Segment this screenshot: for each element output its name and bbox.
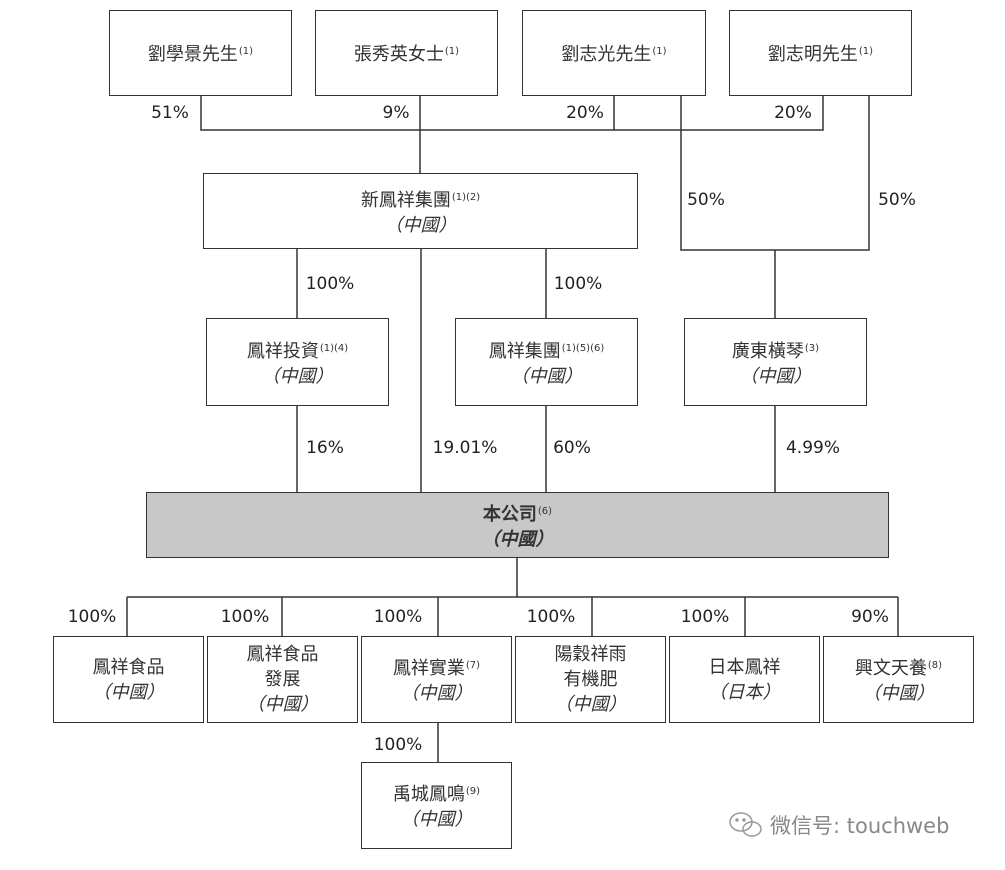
entity-name: 鳳祥投資	[246, 340, 319, 362]
entity-location: （中國）	[510, 365, 583, 387]
footnote: (8)	[927, 660, 943, 671]
shareholder-box: 劉志光先生(1)	[522, 10, 706, 96]
watermark: 微信号: touchweb	[728, 810, 949, 840]
entity-name: 新鳳祥集團	[360, 189, 451, 211]
group-box: 新鳳祥集團(1)(2) （中國）	[203, 173, 638, 249]
entity-name: 鳳祥食品	[92, 656, 165, 678]
connector	[200, 95, 824, 173]
entity-box: 鳳祥投資(1)(4) （中國）	[206, 318, 389, 406]
entity-name: 鳳祥實業	[392, 658, 465, 679]
subsidiary-box: 興文天養(8) （中國）	[823, 636, 974, 723]
percentage: 9%	[382, 103, 410, 123]
footnote: (1)(2)	[451, 191, 481, 203]
percentage: 51%	[151, 103, 189, 123]
percentage: 100%	[373, 735, 423, 755]
footnote: (3)	[804, 342, 820, 354]
percentage: 100%	[680, 607, 730, 627]
percentage: 100%	[220, 607, 270, 627]
entity-name: 張秀英女士	[353, 44, 444, 65]
percentage: 16%	[306, 438, 344, 458]
connector	[126, 557, 899, 636]
entity-name: 陽穀祥雨	[554, 644, 627, 665]
company-box: 本公司(6) （中國）	[146, 492, 889, 558]
percentage: 100%	[373, 607, 423, 627]
percentage: 60%	[553, 438, 591, 458]
entity-location: （中國）	[400, 683, 473, 704]
entity-name: 禹城鳳鳴	[392, 784, 465, 805]
entity-location: （中國）	[246, 694, 319, 715]
subsidiary-box: 鳳祥食品 發展 （中國）	[207, 636, 358, 723]
footnote: (6)	[537, 505, 553, 517]
entity-name: 廣東橫琴	[731, 340, 804, 362]
subsidiary-box: 日本鳳祥 （日本）	[669, 636, 820, 723]
entity-location: （中國）	[92, 681, 165, 703]
shareholder-box: 劉志明先生(1)	[729, 10, 912, 96]
entity-name: 鳳祥食品	[246, 644, 319, 665]
watermark-text: 微信号: touchweb	[770, 814, 950, 838]
entity-box: 鳳祥集團(1)(5)(6) （中國）	[455, 318, 638, 406]
connector	[296, 405, 776, 492]
entity-box: 廣東橫琴(3) （中國）	[684, 318, 867, 406]
entity-name: 劉志光先生	[561, 44, 652, 65]
wechat-icon	[729, 812, 762, 837]
entity-name-line2: 有機肥	[563, 669, 618, 690]
footnote: (9)	[465, 786, 481, 797]
subsidiary-box: 鳳祥實業(7) （中國）	[361, 636, 512, 723]
entity-name-line2: 發展	[264, 669, 301, 690]
subsidiary-box: 禹城鳳鳴(9) （中國）	[361, 762, 512, 849]
entity-location: （中國）	[862, 683, 935, 704]
percentage: 19.01%	[432, 438, 498, 458]
subsidiary-box: 陽穀祥雨 有機肥 （中國）	[515, 636, 666, 723]
entity-location: （中國）	[481, 528, 554, 550]
entity-location: （中國）	[554, 694, 627, 715]
entity-name: 興文天養	[854, 658, 927, 679]
footnote: (1)	[858, 46, 874, 57]
subsidiary-box: 鳳祥食品 （中國）	[53, 636, 204, 723]
footnote: (1)	[238, 46, 254, 57]
entity-location: （日本）	[708, 681, 781, 703]
footnote: (7)	[465, 660, 481, 671]
entity-name: 劉學景先生	[147, 44, 238, 65]
entity-name: 本公司	[482, 503, 537, 525]
footnote: (1)(4)	[319, 342, 349, 354]
entity-name: 日本鳳祥	[708, 656, 781, 678]
percentage: 20%	[774, 103, 812, 123]
shareholder-box: 張秀英女士(1)	[315, 10, 498, 96]
connector	[296, 248, 547, 492]
entity-name: 劉志明先生	[767, 44, 858, 65]
percentage: 4.99%	[785, 438, 841, 458]
percentage: 20%	[566, 103, 604, 123]
footnote: (1)	[652, 46, 667, 57]
entity-name: 鳳祥集團	[488, 340, 561, 362]
shareholder-box: 劉學景先生(1)	[109, 10, 292, 96]
entity-location: （中國）	[384, 214, 457, 236]
footnote: (1)(5)(6)	[561, 342, 605, 354]
connector	[680, 95, 870, 318]
percentage: 100%	[526, 607, 576, 627]
percentage: 50%	[878, 190, 916, 210]
percentage: 100%	[305, 274, 355, 294]
percentage: 50%	[687, 190, 725, 210]
entity-location: （中國）	[739, 365, 812, 387]
footnote: (1)	[444, 46, 460, 57]
percentage: 90%	[851, 607, 889, 627]
percentage: 100%	[553, 274, 603, 294]
entity-location: （中國）	[261, 365, 334, 387]
entity-location: （中國）	[400, 809, 473, 830]
percentage: 100%	[67, 607, 117, 627]
